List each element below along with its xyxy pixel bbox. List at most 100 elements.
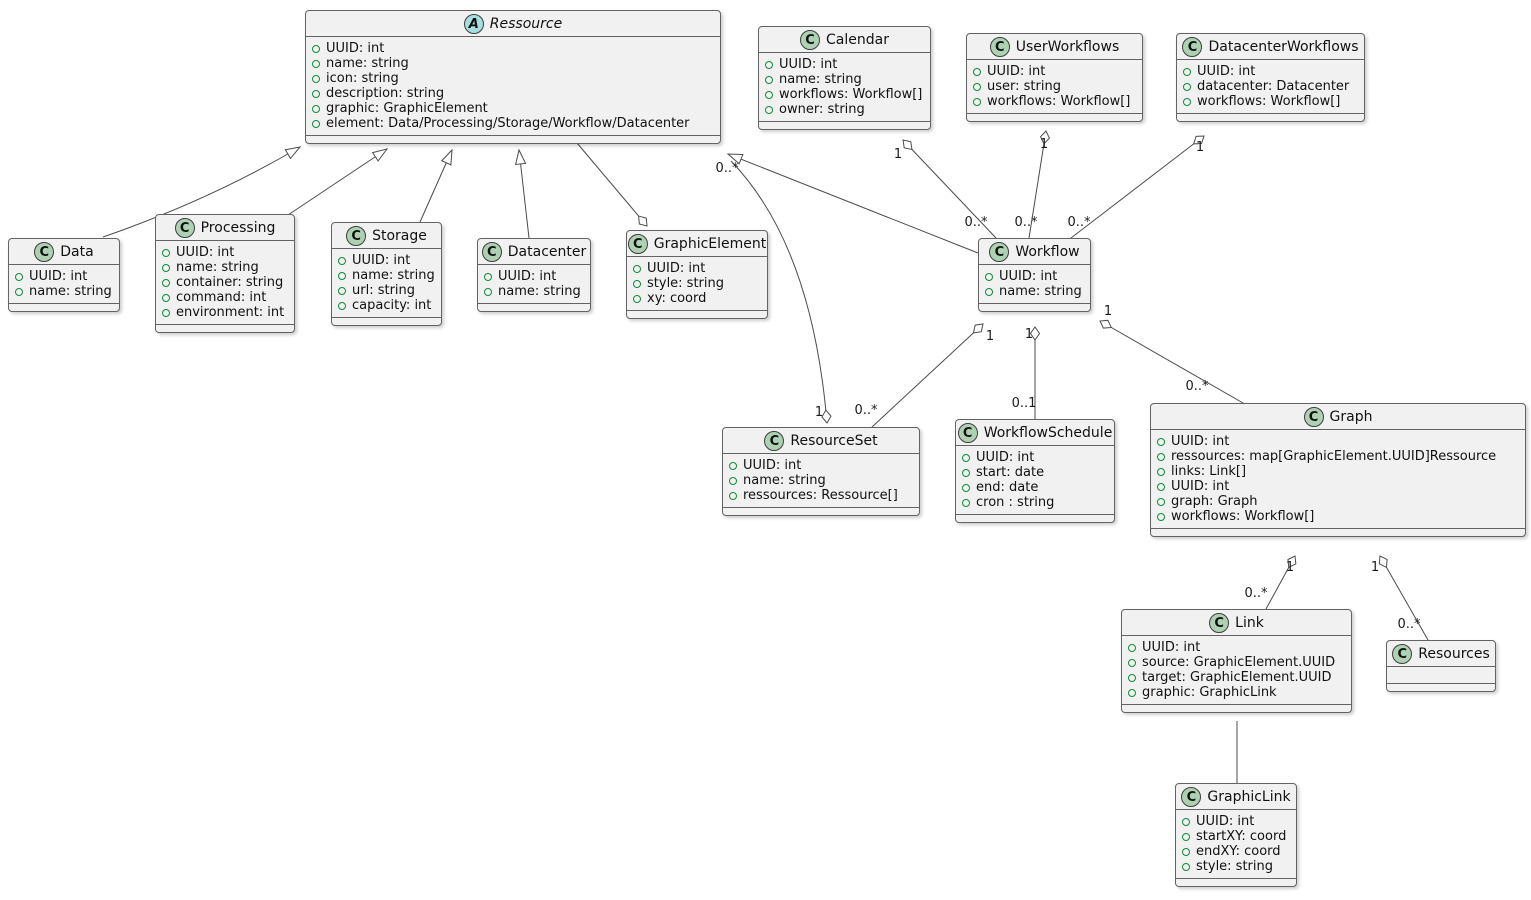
class-title: GraphicElement: [653, 236, 767, 252]
class-spot-icon: C: [1181, 787, 1202, 807]
attribute-row: UUID: int: [633, 261, 759, 276]
attribute-text: owner: string: [779, 102, 865, 117]
field-visibility-icon: [765, 60, 773, 69]
attribute-text: endXY: coord: [1196, 844, 1281, 859]
methods-compartment: [1151, 528, 1525, 536]
attribute-row: UUID: int: [1157, 434, 1517, 449]
multiplicity-label: 0..*: [964, 215, 988, 230]
methods-compartment: [306, 135, 720, 143]
attribute-row: command: int: [162, 290, 286, 305]
attribute-text: UUID: int: [498, 269, 557, 284]
field-visibility-icon: [1157, 437, 1165, 446]
attribute-text: environment: int: [176, 305, 285, 320]
field-visibility-icon: [1157, 452, 1165, 461]
attribute-row: end: date: [962, 480, 1106, 495]
multiplicity-label: 0..1: [1012, 396, 1037, 411]
attribute-text: workflows: Workflow[]: [987, 94, 1131, 109]
attribute-row: name: string: [765, 72, 922, 87]
methods-compartment: [332, 317, 441, 325]
attribute-text: name: string: [999, 284, 1082, 299]
field-visibility-icon: [15, 287, 23, 296]
attribute-text: source: GraphicElement.UUID: [1142, 655, 1336, 670]
methods-compartment: [9, 303, 119, 311]
field-visibility-icon: [338, 271, 346, 280]
multiplicity-label: 1: [815, 405, 823, 420]
attribute-text: xy: coord: [647, 291, 707, 306]
attribute-text: style: string: [1196, 859, 1274, 874]
field-visibility-icon: [312, 74, 320, 83]
attribute-row: xy: coord: [633, 291, 759, 306]
field-visibility-icon: [765, 105, 773, 114]
abstract-spot-icon: A: [463, 14, 484, 34]
attribute-row: UUID: int: [1183, 64, 1356, 79]
attribute-text: url: string: [352, 283, 416, 298]
field-visibility-icon: [1182, 817, 1190, 826]
attribute-row: url: string: [338, 283, 433, 298]
field-visibility-icon: [729, 491, 737, 500]
edge-ressource-graphicelement: [576, 142, 648, 227]
field-visibility-icon: [962, 483, 970, 492]
attribute-row: ressources: Ressource[]: [729, 488, 911, 503]
attribute-row: icon: string: [312, 71, 712, 86]
attribute-row: UUID: int: [312, 41, 712, 56]
field-visibility-icon: [633, 294, 641, 303]
multiplicity-label: 1: [1196, 140, 1204, 155]
field-visibility-icon: [162, 263, 170, 272]
attribute-row: name: string: [162, 260, 286, 275]
edge-workflow-extends-ressource: [726, 153, 979, 254]
class-title: Datacenter: [507, 244, 587, 260]
attribute-row: workflows: Workflow[]: [1183, 94, 1356, 109]
multiplicity-label: 0..*: [1244, 586, 1268, 601]
class-title: Workflow: [1015, 244, 1080, 260]
class-title: UserWorkflows: [1015, 39, 1120, 55]
methods-compartment: [979, 303, 1090, 311]
class-title: Data: [60, 244, 94, 260]
attribute-text: ressources: map[GraphicElement.UUID]Ress…: [1171, 449, 1497, 464]
attribute-row: user: string: [973, 79, 1134, 94]
field-visibility-icon: [1183, 82, 1191, 91]
edge-storage-extends-ressource: [419, 148, 453, 223]
class-spot-icon: C: [989, 242, 1010, 262]
attribute-text: UUID: int: [779, 57, 838, 72]
field-visibility-icon: [1183, 67, 1191, 76]
class-header-workflow: C Workflow: [979, 239, 1090, 265]
field-visibility-icon: [338, 301, 346, 310]
attribute-row: name: string: [985, 284, 1082, 299]
attribute-text: UUID: int: [743, 458, 802, 473]
methods-compartment: [1387, 683, 1495, 691]
field-visibility-icon: [338, 256, 346, 265]
class-title: WorkflowSchedule: [983, 425, 1113, 441]
attribute-text: user: string: [987, 79, 1061, 94]
field-visibility-icon: [729, 461, 737, 470]
attribute-text: name: string: [326, 56, 409, 71]
methods-compartment: [956, 514, 1114, 522]
attribute-text: capacity: int: [352, 298, 432, 313]
attribute-row: workflows: Workflow[]: [973, 94, 1134, 109]
edge-datacenterworkflows-workflow: [1070, 135, 1205, 239]
attribute-text: cron : string: [976, 495, 1055, 510]
field-visibility-icon: [962, 498, 970, 507]
field-visibility-icon: [962, 453, 970, 462]
methods-compartment: [759, 121, 930, 129]
methods-compartment: [723, 507, 919, 515]
attribute-text: workflows: Workflow[]: [779, 87, 923, 102]
class-spot-icon: C: [1209, 613, 1230, 633]
attribute-text: name: string: [498, 284, 581, 299]
field-visibility-icon: [633, 279, 641, 288]
